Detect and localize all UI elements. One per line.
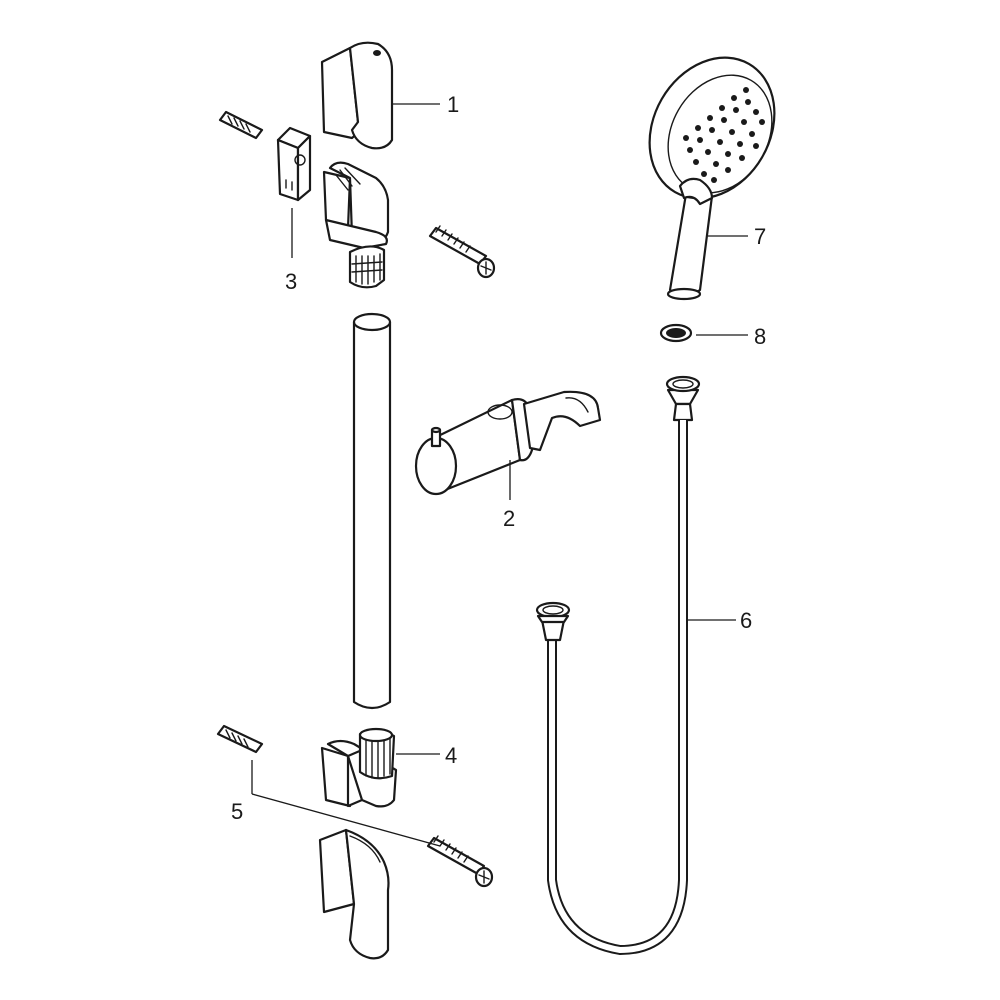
- filter-washer-part: [659, 323, 693, 343]
- wall-adapter-plate: [276, 126, 312, 202]
- top-rail-holder: [322, 161, 390, 289]
- callout-5: 5: [231, 799, 243, 824]
- callout-8: 8: [754, 324, 766, 349]
- callout-7: 7: [754, 224, 766, 249]
- top-screw: [428, 225, 496, 279]
- leader-lines: [251, 103, 748, 847]
- wall-plug-top: [218, 110, 264, 140]
- wall-plug-bottom: [216, 724, 264, 754]
- bottom-cover-part: [318, 828, 390, 960]
- slider-part: [414, 390, 602, 496]
- callout-labels: 1 2 3 4 5 6 7 8: [231, 92, 766, 824]
- callout-6: 6: [740, 608, 752, 633]
- shower-hose-part: [535, 375, 701, 956]
- hand-shower-part: [648, 56, 776, 301]
- callout-2: 2: [503, 506, 515, 531]
- top-cover-part: [320, 41, 394, 150]
- callout-4: 4: [445, 743, 457, 768]
- callout-1: 1: [447, 92, 459, 117]
- slide-rail: [352, 312, 392, 710]
- callout-3: 3: [285, 269, 297, 294]
- spray-nozzles: [683, 87, 765, 183]
- bottom-screw: [426, 835, 494, 888]
- bottom-rail-holder: [320, 727, 398, 808]
